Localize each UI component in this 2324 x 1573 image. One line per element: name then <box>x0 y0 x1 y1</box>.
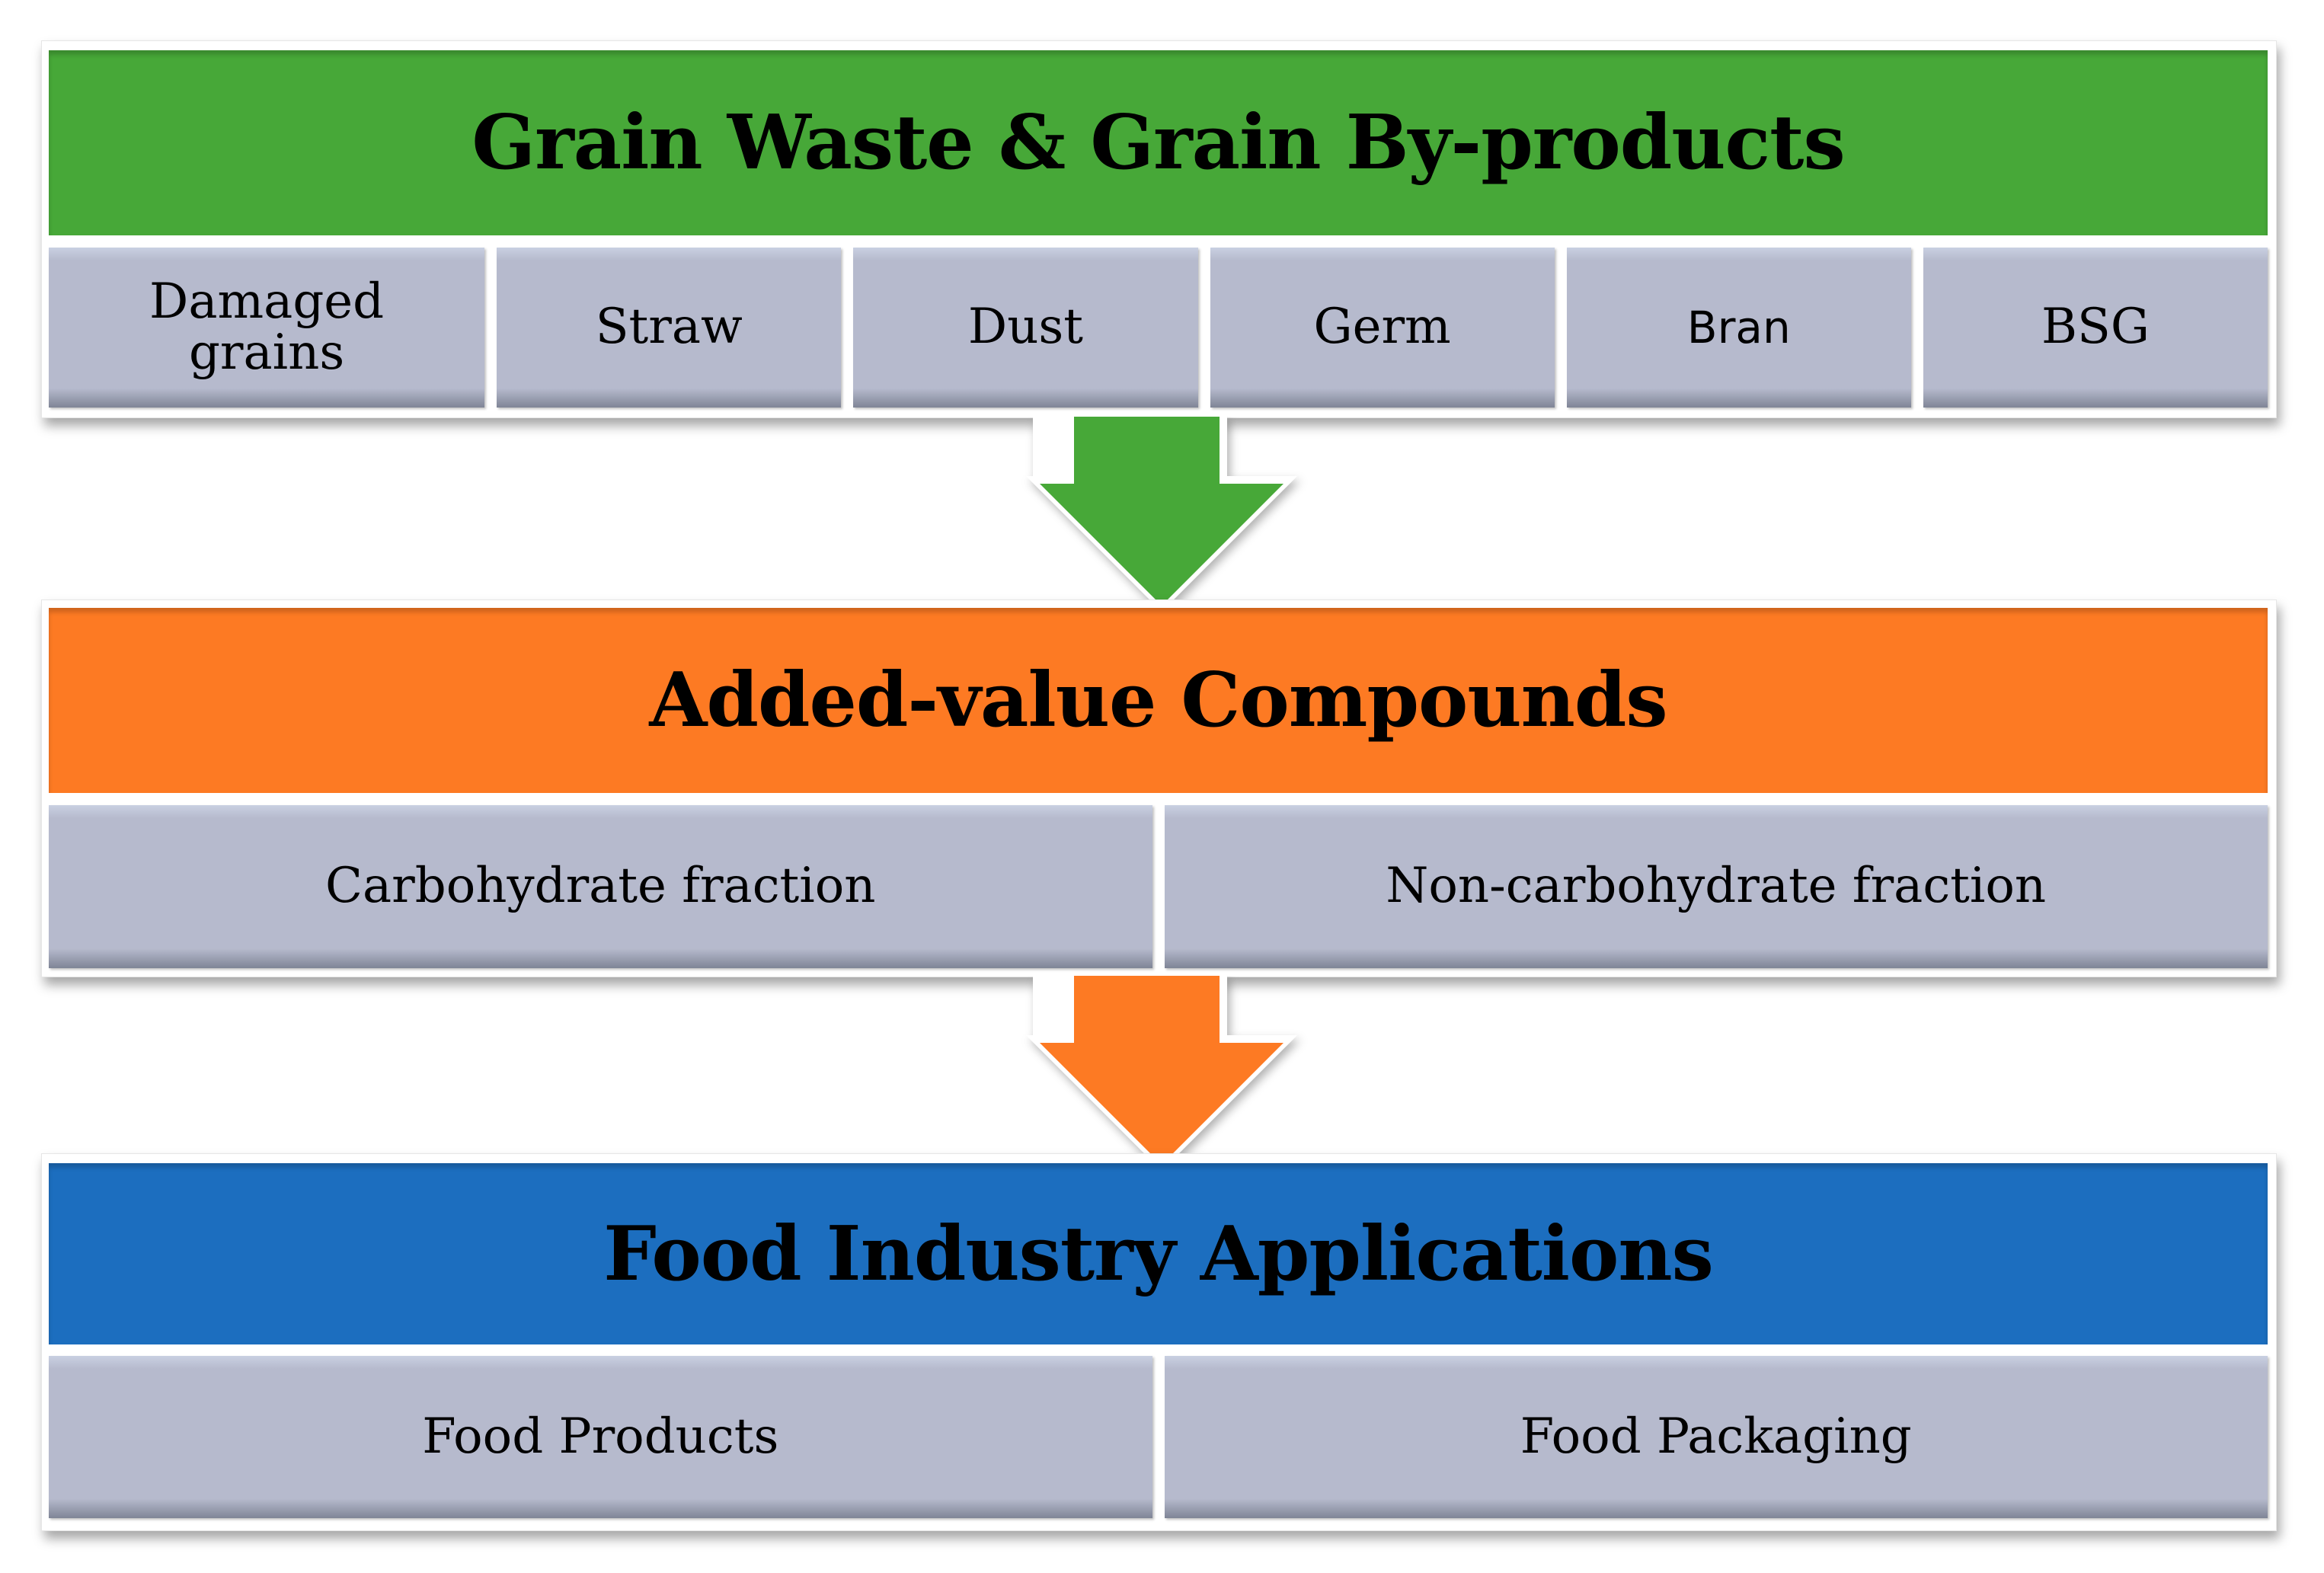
stage3-title: Food Industry Applications <box>603 1210 1714 1298</box>
item-dust: Dust <box>853 248 1198 408</box>
item-non-carbohydrate-fraction: Non-carbohydrate fraction <box>1164 805 2268 968</box>
stage1-header: Grain Waste & Grain By-products <box>49 50 2268 235</box>
item-germ: Germ <box>1210 248 1555 408</box>
down-arrow-icon <box>1026 417 1297 612</box>
item-bran: Bran <box>1566 248 1911 408</box>
item-damaged-grains: Damaged grains <box>49 248 485 408</box>
item-straw: Straw <box>497 248 842 408</box>
stage1-title: Grain Waste & Grain By-products <box>472 99 1845 187</box>
stage2-title: Added-value Compounds <box>649 657 1667 744</box>
item-bsg: BSG <box>1923 248 2268 408</box>
stage3-header: Food Industry Applications <box>49 1163 2268 1344</box>
down-arrow-icon <box>1026 976 1297 1171</box>
stage1-items: Damaged grains Straw Dust Germ Bran BSG <box>49 248 2268 408</box>
item-food-products: Food Products <box>49 1356 1152 1518</box>
stage3-items: Food Products Food Packaging <box>49 1356 2268 1518</box>
item-carbohydrate-fraction: Carbohydrate fraction <box>49 805 1152 968</box>
item-food-packaging: Food Packaging <box>1164 1356 2268 1518</box>
stage2-items: Carbohydrate fraction Non-carbohydrate f… <box>49 805 2268 968</box>
stage2-header: Added-value Compounds <box>49 608 2268 793</box>
